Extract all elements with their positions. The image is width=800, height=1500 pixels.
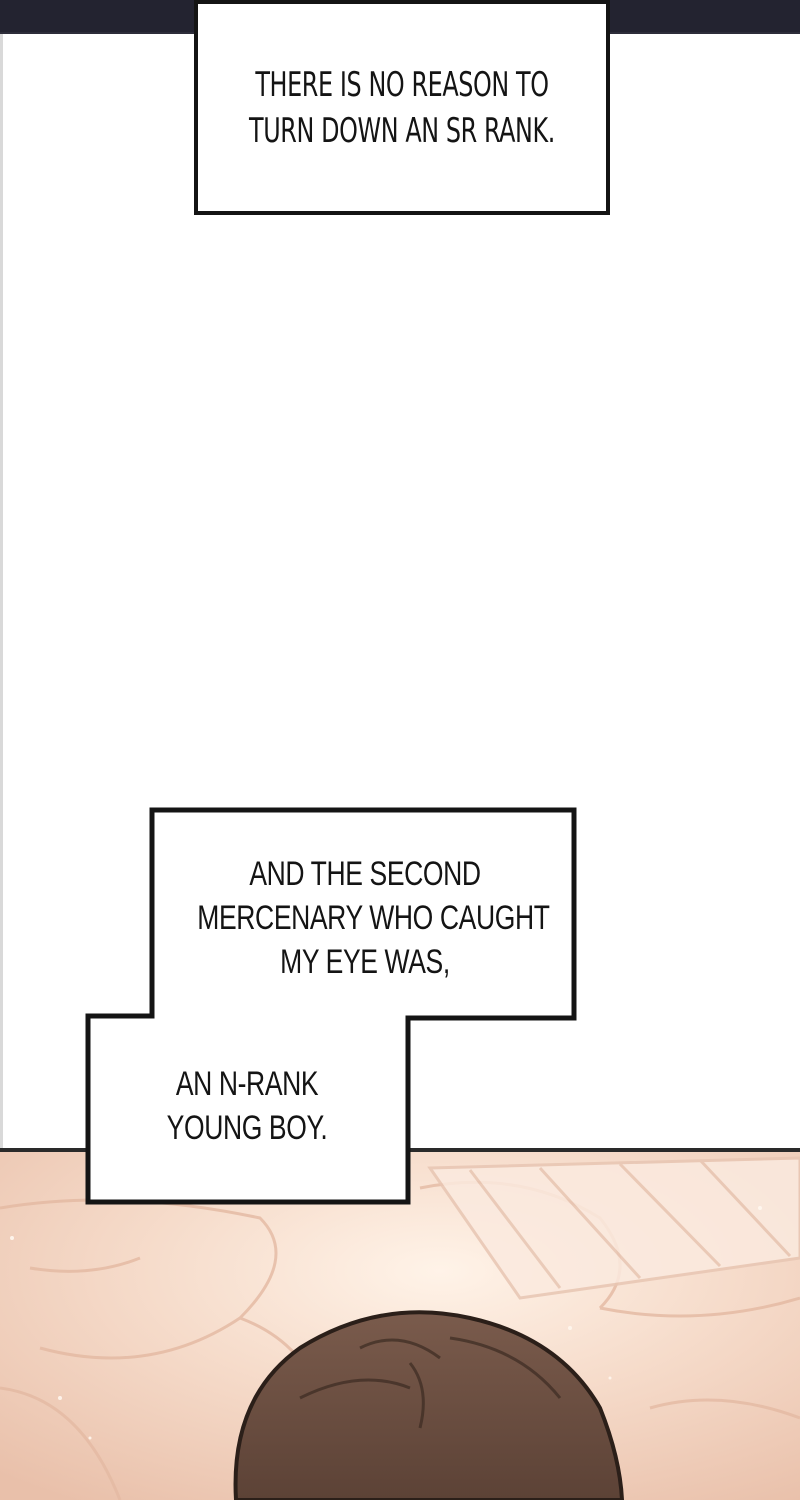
caption-line: TURN DOWN AN SR RANK. [249, 111, 555, 151]
caption-line: MY EYE WAS, [280, 943, 450, 981]
caption-line: YOUNG BOY. [166, 1109, 328, 1147]
caption-top-text: THERE IS NO REASON TO TURN DOWN AN SR RA… [243, 62, 561, 154]
caption-line: AN N-RANK [175, 1065, 319, 1103]
caption-line: AND THE SECOND [249, 855, 481, 893]
caption-box-top: THERE IS NO REASON TO TURN DOWN AN SR RA… [194, 0, 610, 215]
caption-line: THERE IS NO REASON TO [255, 65, 549, 105]
scene-panel-illustration [0, 1148, 800, 1500]
scene-artwork [0, 1148, 800, 1500]
caption-bottom-upper-text: AND THE SECOND MERCENARY WHO CAUGHT MY E… [197, 852, 550, 984]
caption-line: MERCENARY WHO CAUGHT [197, 899, 550, 937]
caption-bottom-lower-text: AN N-RANK YOUNG BOY. [126, 1062, 368, 1150]
page-left-border [0, 34, 3, 1148]
caption-box-bottom [85, 807, 577, 1205]
